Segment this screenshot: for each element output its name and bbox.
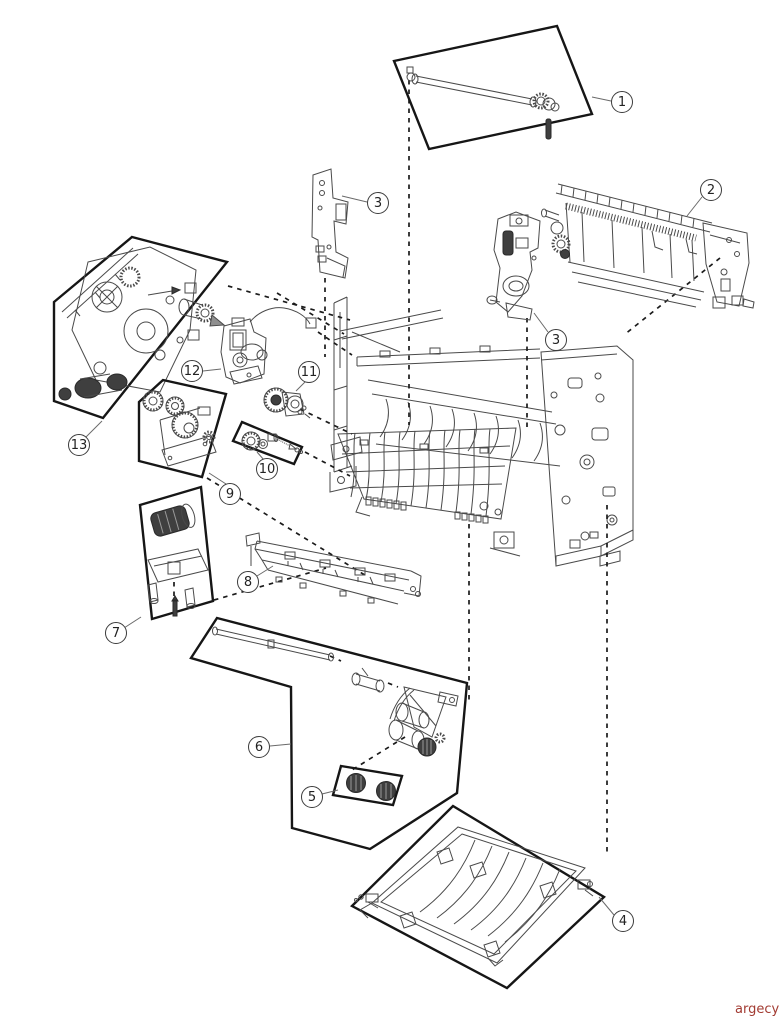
part-13-drive-gearbox — [52, 235, 230, 420]
callout-1-label: 1 — [617, 95, 627, 110]
callout-13: 13 — [68, 434, 90, 456]
callout-9: 9 — [219, 483, 241, 505]
part-5-roller-pair — [331, 764, 404, 807]
part-7-pick-roller-box — [138, 485, 215, 621]
part-1-roller-box — [392, 24, 594, 151]
callout-12: 12 — [181, 360, 203, 382]
callout-3b-label: 3 — [551, 333, 561, 348]
callout-5-label: 5 — [307, 790, 317, 805]
callout-10-label: 10 — [258, 462, 276, 477]
callout-5: 5 — [301, 786, 323, 808]
part-3-bracket-left — [311, 168, 349, 279]
watermark-text: argecy — [735, 1002, 780, 1017]
part-10-roller-kit — [231, 420, 304, 466]
callout-4-label: 4 — [618, 914, 628, 929]
callout-3b: 3 — [545, 329, 567, 351]
callout-13-label: 13 — [70, 438, 88, 453]
printer-frame-assembly — [329, 296, 634, 567]
callout-1: 1 — [611, 91, 633, 113]
callout-7-label: 7 — [111, 626, 121, 641]
callout-8-label: 8 — [243, 575, 253, 590]
callout-12-label: 12 — [183, 364, 201, 379]
callout-3a: 3 — [367, 192, 389, 214]
callout-9-label: 9 — [225, 487, 235, 502]
callout-10: 10 — [256, 458, 278, 480]
callout-11: 11 — [298, 361, 320, 383]
callout-6: 6 — [248, 736, 270, 758]
part-2-frame-unit — [541, 183, 755, 309]
callout-6-label: 6 — [254, 740, 264, 755]
part-4-tray-insert — [349, 804, 606, 990]
callout-4: 4 — [612, 910, 634, 932]
callout-7: 7 — [105, 622, 127, 644]
callout-8: 8 — [237, 571, 259, 593]
callout-2-label: 2 — [706, 183, 716, 198]
part-8-feed-guide — [245, 532, 422, 605]
assembly-dashed-lines — [173, 80, 721, 852]
part-12-solenoid-bracket — [220, 307, 317, 385]
part-3-bracket-right — [486, 211, 541, 321]
callout-leader-lines — [85, 96, 703, 916]
part-6-pick-arm-kit — [189, 616, 469, 851]
callout-3a-label: 3 — [373, 196, 383, 211]
part-11-clutch-gear — [263, 387, 311, 419]
callout-11-label: 11 — [300, 365, 318, 380]
part-9-roller-assembly — [137, 378, 228, 479]
callout-2: 2 — [700, 179, 722, 201]
